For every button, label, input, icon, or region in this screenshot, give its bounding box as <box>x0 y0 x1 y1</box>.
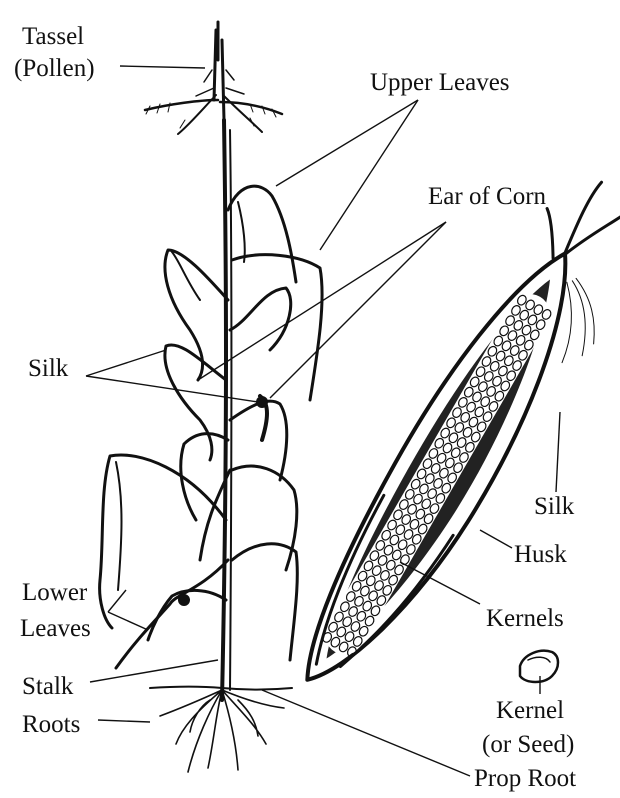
upper-leaves-illustration <box>165 186 322 400</box>
silk-right-leader <box>556 412 560 492</box>
label-kernels: Kernels <box>486 605 564 632</box>
label-lower-leaves-line1: Lower <box>22 579 88 606</box>
roots-leader <box>98 720 150 722</box>
label-stalk: Stalk <box>22 673 74 700</box>
label-upper-leaves: Upper Leaves <box>370 69 510 96</box>
label-tassel-line1: Tassel <box>22 23 84 50</box>
label-kernel-line2: (or Seed) <box>482 731 574 758</box>
label-kernel-line1: Kernel <box>496 697 564 724</box>
label-silk-left: Silk <box>28 355 69 382</box>
lower-leaves-leader-1 <box>108 590 126 612</box>
label-prop-root: Prop Root <box>474 765 576 792</box>
prop-root-leader <box>262 690 470 776</box>
ear-of-corn-leader-2 <box>270 222 446 398</box>
label-lower-leaves-line2: Leaves <box>20 615 91 642</box>
silk-left-leader-1 <box>86 350 166 376</box>
tassel-illustration <box>145 22 282 134</box>
husk-leader <box>480 530 512 548</box>
label-roots: Roots <box>22 711 80 738</box>
tassel-leader <box>120 66 205 68</box>
label-tassel-line2: (Pollen) <box>14 55 95 82</box>
corn-plant-illustration <box>100 22 322 772</box>
upper-leaves-leader-2 <box>320 100 418 250</box>
lower-leaves-illustration <box>100 455 298 668</box>
upper-leaves-leader-1 <box>276 100 418 186</box>
loose-kernel-illustration <box>520 651 558 682</box>
label-ear-of-corn: Ear of Corn <box>428 183 547 210</box>
corn-ear-illustration <box>279 163 620 720</box>
stalk-leader <box>90 660 218 682</box>
label-silk-right: Silk <box>534 493 575 520</box>
lower-leaves-leader-2 <box>108 612 148 630</box>
label-husk: Husk <box>514 541 567 568</box>
